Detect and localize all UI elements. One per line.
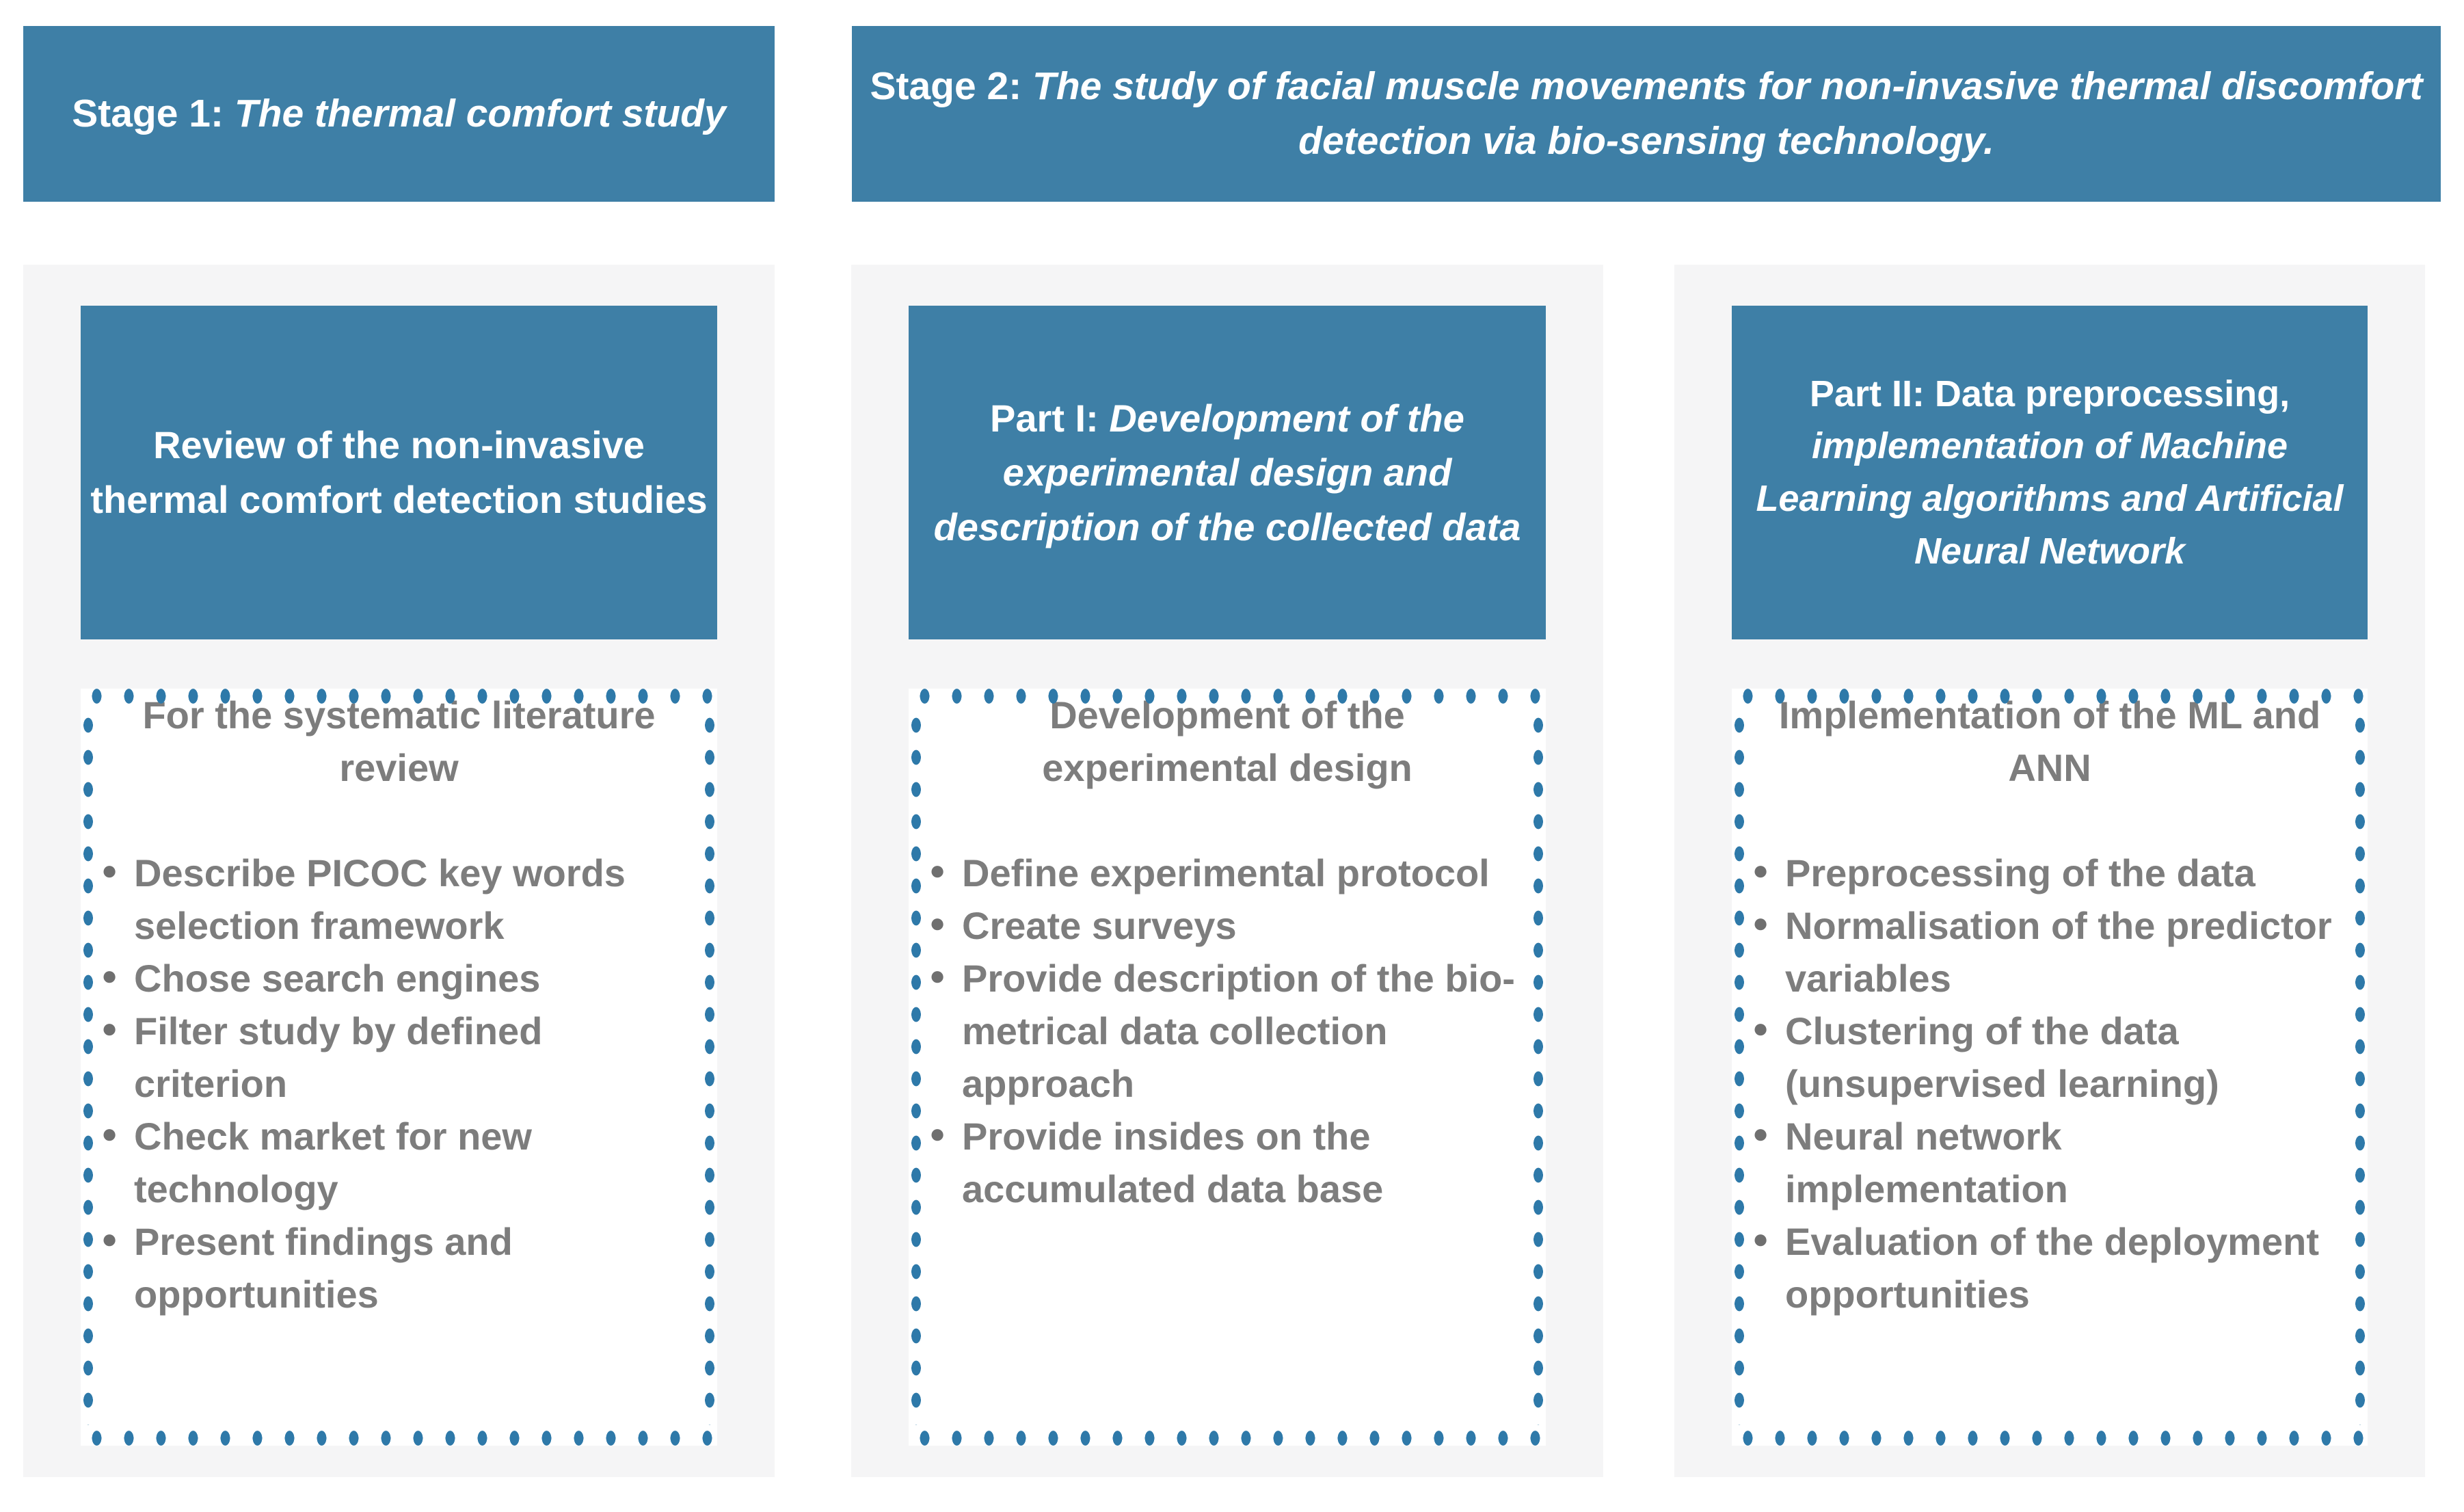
- list-item: ● Filter study by defined criterion: [101, 1005, 701, 1110]
- list-item: ● Describe PICOC key words selection fram…: [101, 847, 701, 952]
- bullet-text: Filter study by defined criterion: [134, 1009, 543, 1105]
- col2-bullet-list: ● Define experimental protocol ● Create su…: [909, 847, 1529, 1215]
- bullet-icon: ●: [101, 1224, 118, 1254]
- bullet-icon: ●: [101, 961, 118, 991]
- list-item: ● Present findings and opportunities: [101, 1215, 701, 1321]
- list-item: ● Check market for new technology: [101, 1110, 701, 1215]
- list-item: ● Provide description of the bio-metrical…: [929, 952, 1529, 1110]
- col3-header-box: Part II: Data preprocessing, implementat…: [1732, 306, 2368, 639]
- col2-header-text: Part I: Development of the experimental …: [913, 391, 1542, 555]
- column-panel-part1: Part I: Development of the experimental …: [851, 265, 1603, 1477]
- dotted-border-bottom: [909, 1429, 1546, 1447]
- list-item: ● Create surveys: [929, 899, 1529, 952]
- col1-subtitle: For the systematic literature review: [142, 693, 656, 789]
- stage2-header-text: Stage 2: The study of facial muscle move…: [866, 59, 2427, 169]
- list-item: ● Chose search engines: [101, 952, 701, 1005]
- col3-header-text: Part II: Data preprocessing, implementat…: [1736, 368, 2363, 578]
- bullet-text: Provide insides on the accumulated data …: [962, 1115, 1384, 1210]
- col2-task-box: Development of the experimental design ●…: [907, 687, 1547, 1447]
- bullet-icon: ●: [1752, 856, 1769, 886]
- stage1-header-bar: Stage 1: The thermal comfort study: [23, 26, 775, 202]
- dotted-border-right: [2351, 709, 2369, 1425]
- list-item: ● Clustering of the data (unsupervised le…: [1752, 1005, 2351, 1110]
- col2-subtitle: Development of the experimental design: [1042, 693, 1412, 789]
- bullet-icon: ●: [1752, 1013, 1769, 1044]
- bullet-icon: ●: [929, 856, 946, 886]
- col1-task-box: For the systematic literature review ● De…: [79, 687, 719, 1447]
- bullet-text: Neural network implementation: [1785, 1115, 2068, 1210]
- bullet-icon: ●: [929, 908, 946, 938]
- bullet-icon: ●: [929, 961, 946, 991]
- list-item: ● Provide insides on the accumulated data…: [929, 1110, 1529, 1215]
- col1-header-text: Review of the non-invasive thermal comfo…: [85, 418, 713, 527]
- column-panel-part2: Part II: Data preprocessing, implementat…: [1674, 265, 2425, 1477]
- bullet-text: Clustering of the data (unsupervised lea…: [1785, 1009, 2219, 1105]
- col1-header-box: Review of the non-invasive thermal comfo…: [81, 306, 717, 639]
- dotted-border-right: [1529, 709, 1547, 1425]
- stage2-header-bar: Stage 2: The study of facial muscle move…: [852, 26, 2441, 202]
- bullet-icon: ●: [1752, 908, 1769, 938]
- bullet-icon: ●: [929, 1119, 946, 1149]
- stage2-title: The study of facial muscle movements for…: [1032, 64, 2423, 163]
- bullet-text: Create surveys: [962, 904, 1237, 947]
- col2-header-italic: Development of the experimental design a…: [933, 396, 1521, 548]
- col3-subtitle: Implementation of the ML and ANN: [1778, 693, 2321, 789]
- stage1-prefix: Stage 1:: [72, 91, 235, 135]
- bullet-text: Provide description of the bio-metrical …: [962, 957, 1515, 1105]
- col1-bullet-list: ● Describe PICOC key words selection fram…: [81, 847, 701, 1321]
- dotted-border-right: [701, 709, 719, 1425]
- col3-header-italic: implementation of Machine Learning algor…: [1756, 425, 2344, 572]
- list-item: ● Neural network implementation: [1752, 1110, 2351, 1215]
- bullet-icon: ●: [1752, 1119, 1769, 1149]
- bullet-text: Present findings and opportunities: [134, 1220, 513, 1316]
- col3-header-prefix: Part II: Data preprocessing,: [1809, 373, 2290, 414]
- col2-header-box: Part I: Development of the experimental …: [909, 306, 1546, 639]
- bullet-text: Normalisation of the predictor variables: [1785, 904, 2332, 1000]
- dotted-border-bottom: [81, 1429, 717, 1447]
- column-panel-review: Review of the non-invasive thermal comfo…: [23, 265, 775, 1477]
- list-item: ● Normalisation of the predictor variable…: [1752, 899, 2351, 1005]
- bullet-icon: ●: [101, 1119, 118, 1149]
- col2-header-prefix: Part I:: [990, 396, 1110, 440]
- bullet-text: Define experimental protocol: [962, 851, 1490, 894]
- bullet-text: Describe PICOC key words selection frame…: [134, 851, 626, 947]
- dotted-border-bottom: [1732, 1429, 2368, 1447]
- list-item: ● Define experimental protocol: [929, 847, 1529, 899]
- list-item: ● Evaluation of the deployment opportunit…: [1752, 1215, 2351, 1321]
- bullet-text: Chose search engines: [134, 957, 541, 1000]
- bullet-icon: ●: [1752, 1224, 1769, 1254]
- list-item: ● Preprocessing of the data: [1752, 847, 2351, 899]
- bullet-icon: ●: [101, 856, 118, 886]
- bullet-icon: ●: [101, 1013, 118, 1044]
- col3-task-box: Implementation of the ML and ANN ● Prepro…: [1730, 687, 2369, 1447]
- stage2-prefix: Stage 2:: [870, 64, 1033, 108]
- col3-bullet-list: ● Preprocessing of the data ● Normalisatio…: [1732, 847, 2351, 1321]
- stage1-header-text: Stage 1: The thermal comfort study: [72, 87, 726, 142]
- bullet-text: Evaluation of the deployment opportuniti…: [1785, 1220, 2319, 1316]
- bullet-text: Preprocessing of the data: [1785, 851, 2255, 894]
- col1-header-plain: Review of the non-invasive thermal comfo…: [90, 423, 708, 521]
- bullet-text: Check market for new technology: [134, 1115, 532, 1210]
- stage1-title: The thermal comfort study: [234, 91, 726, 135]
